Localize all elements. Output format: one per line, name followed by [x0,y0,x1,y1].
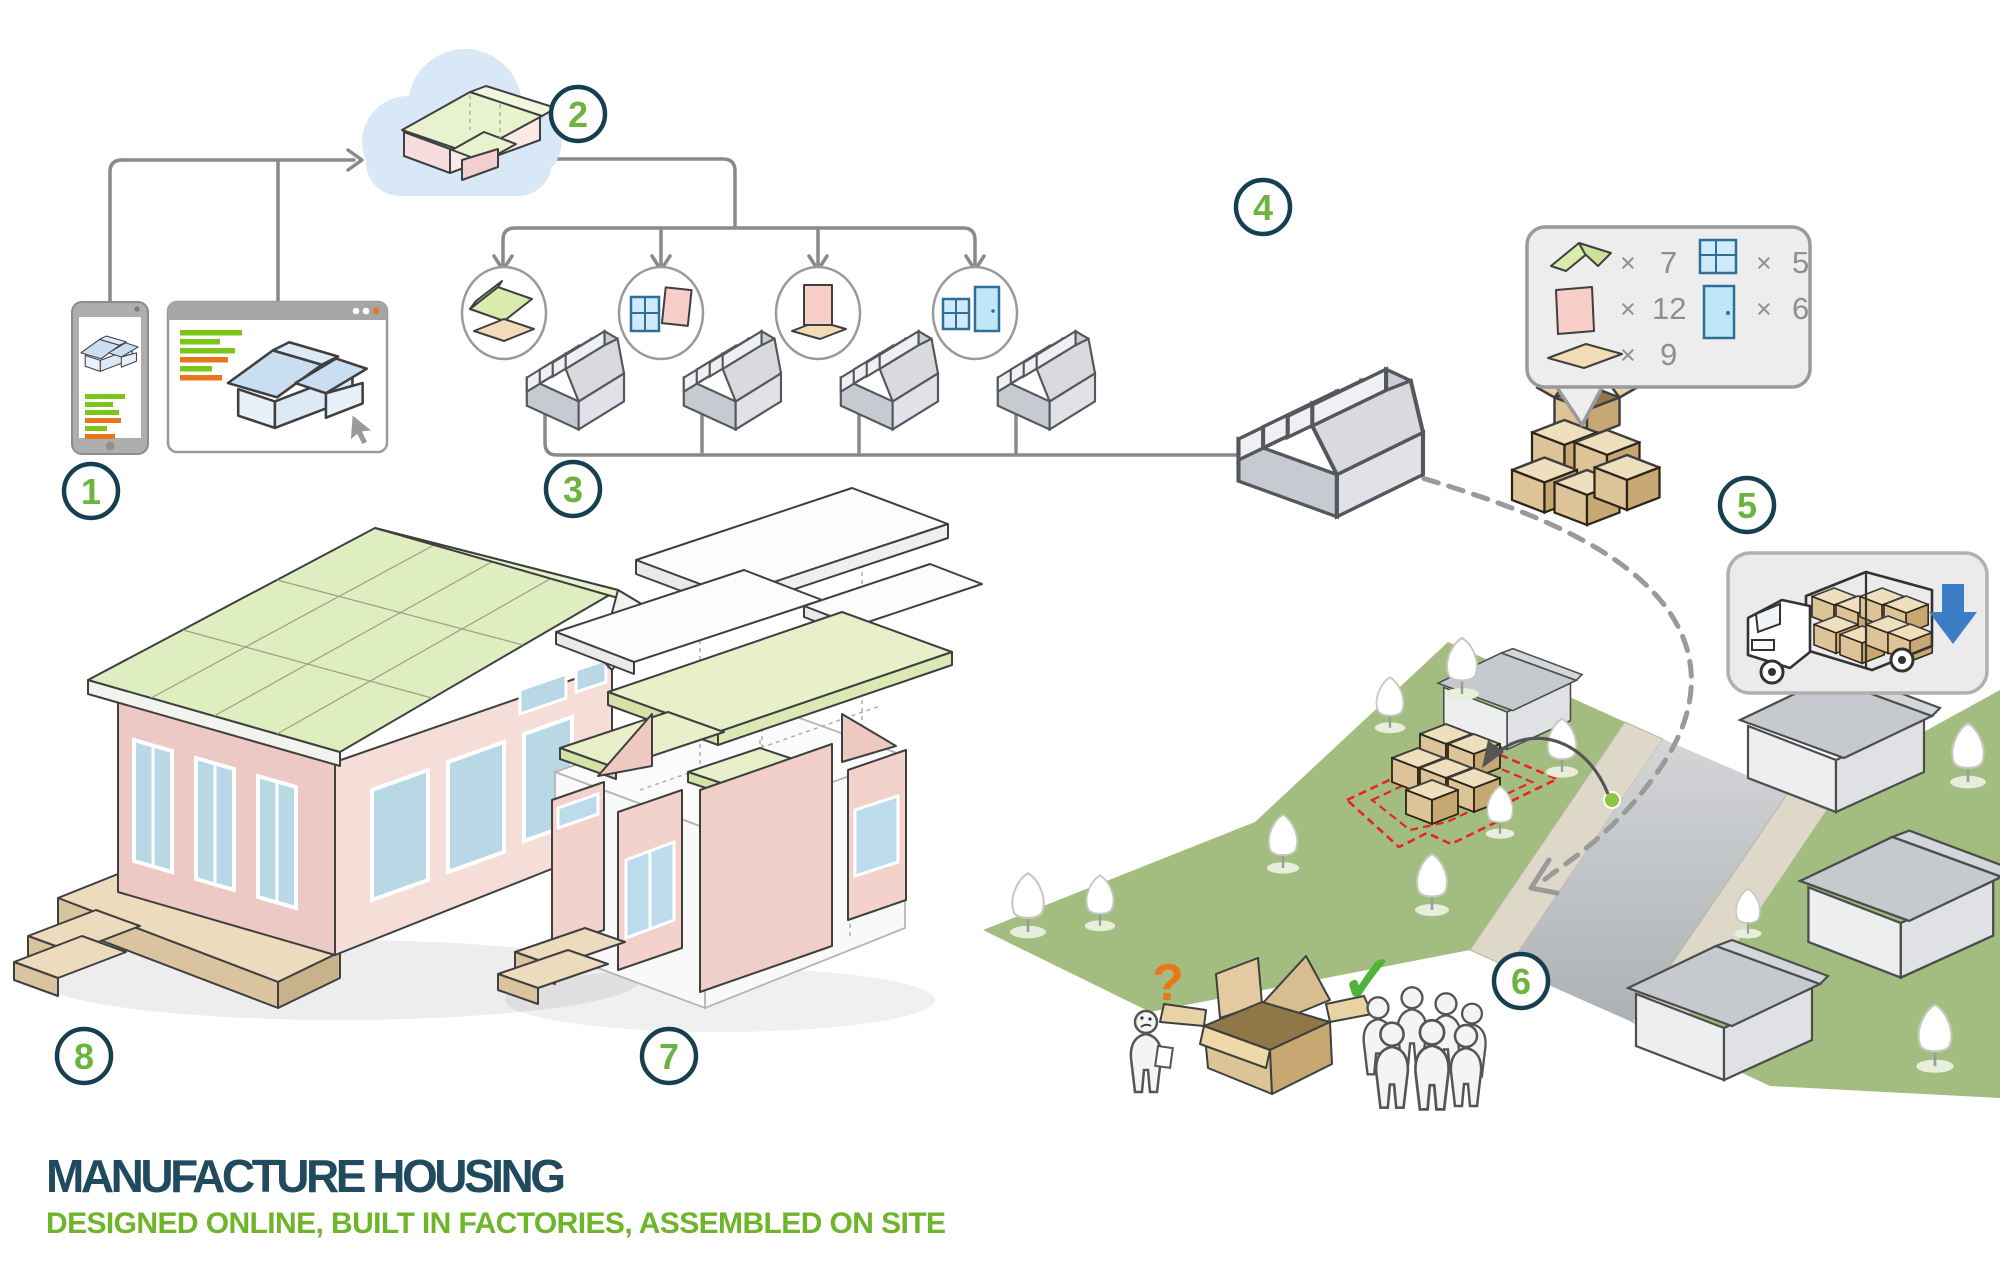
unload-arrow-icon [1492,736,1610,795]
wall-panel [847,749,907,921]
wall-panel [551,781,605,949]
factory-icon [682,330,783,431]
component-bubble-window-door [617,265,705,361]
tree-icon [1373,676,1407,735]
exploded-house-illustration [497,487,983,1032]
wall-panel [617,789,683,971]
route-arrowhead-icon [1528,857,1560,896]
component-bubble-wall [774,265,862,361]
cloud-house-model-icon [401,85,557,181]
roof-qty: 7 [1660,245,1677,280]
drop-point-dot [1603,791,1621,809]
floor-qty: 9 [1660,337,1677,372]
neighborhood-scene [983,636,2000,1098]
component-bubble-door-window [931,265,1019,361]
badge-3: 3 [543,459,603,519]
tree-icon [1008,871,1048,940]
assembly-factory-icon [1239,369,1424,516]
cloud-icon [362,49,562,196]
svg-text:8: 8 [74,1036,94,1077]
part-floor-icon [1547,343,1623,369]
wall-panel [699,743,833,993]
door-qty: 6 [1792,291,1809,326]
svg-text:1: 1 [81,471,101,512]
wall-qty: 12 [1652,291,1686,326]
cursor-icon [349,412,375,447]
road [1508,739,1788,1022]
window-qty: 5 [1792,245,1809,280]
open-box-icon [1159,955,1373,1095]
finished-house-illustration [13,527,656,1020]
svg-text:2: 2 [568,94,588,135]
page-title: MANUFACTURE HOUSING [46,1150,566,1202]
badge-4: 4 [1233,177,1293,237]
badge-2: 2 [548,84,608,144]
svg-text:6: 6 [1511,961,1531,1002]
crowd-icon [1362,986,1487,1111]
component-bubble-roof-floor [460,265,548,361]
part-wall-icon [1555,286,1595,335]
delivery-truck-panel [1726,551,1989,695]
svg-text:7: 7 [659,1036,679,1077]
page-subtitle: DESIGNED ONLINE, BUILT IN FACTORIES, ASS… [46,1207,946,1240]
part-door-icon [1702,284,1736,340]
badge-1: 1 [61,461,121,521]
factory-icon [839,330,940,431]
mult-sign: × [1756,248,1772,278]
part-window-icon [1698,238,1738,275]
step-badges: 1 2 3 4 5 6 7 8 [54,84,1777,1086]
factory-icon [996,330,1097,431]
browser-window-icon [166,300,389,454]
down-arrow-icon [1929,584,1977,644]
mult-sign: × [1620,294,1636,324]
question-mark-icon: ? [1152,954,1184,1012]
delivery-truck-icon [1746,570,1934,685]
mult-sign: × [1620,248,1636,278]
smartphone-icon [71,301,149,455]
inspection-scene: ? ✓ [1129,942,1487,1111]
phone-text-bars [85,394,125,439]
parts-callout: × 7 × 5 × 12 × 6 × 9 [1525,225,1812,427]
mult-sign: × [1620,340,1636,370]
svg-text:3: 3 [563,469,583,510]
factory-icon [525,330,626,431]
inspector-person-icon [1129,1009,1174,1094]
badge-6: 6 [1491,951,1551,1011]
svg-text:5: 5 [1737,485,1757,526]
part-roof-icon [1550,242,1612,272]
badge-8: 8 [54,1026,114,1086]
mult-sign: × [1756,294,1772,324]
badge-7: 7 [639,1026,699,1086]
svg-text:4: 4 [1253,187,1273,228]
browser-text-bars [180,330,242,381]
badge-5: 5 [1717,475,1777,535]
